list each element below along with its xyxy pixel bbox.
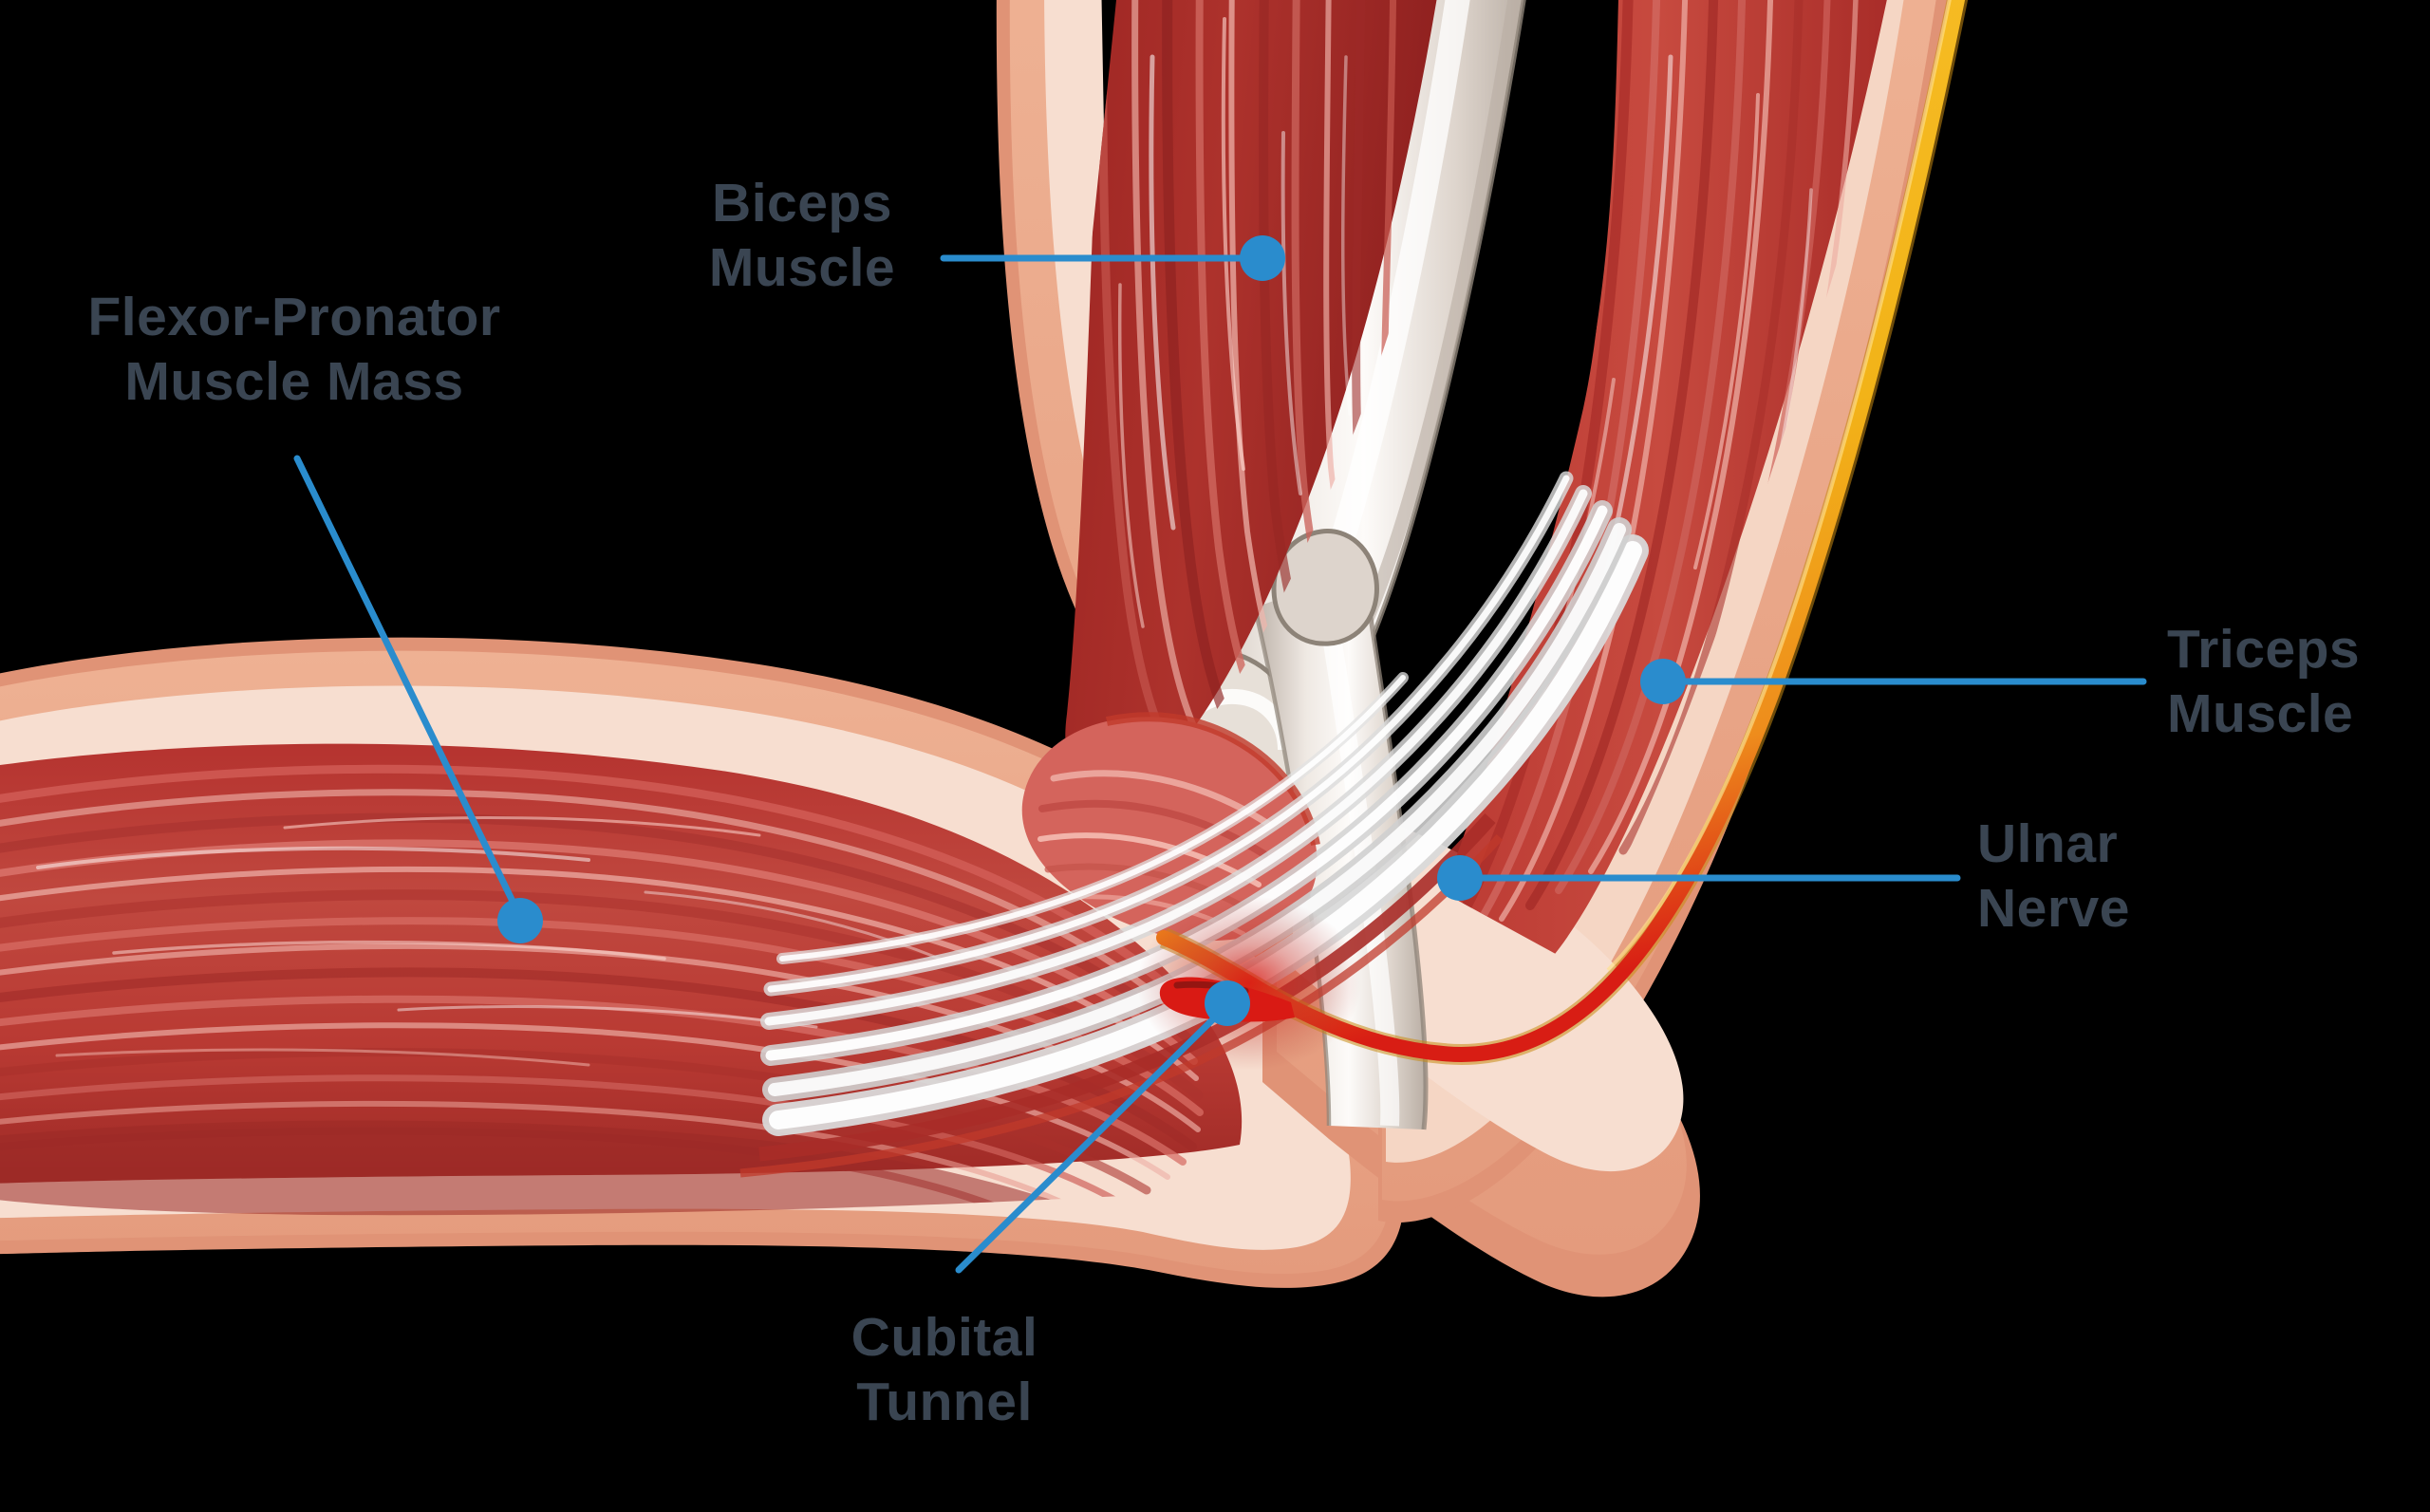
marker-dot-triceps[interactable] xyxy=(1640,659,1686,704)
marker-dot-cubital-tunnel[interactable] xyxy=(1205,980,1250,1026)
marker-dot-biceps[interactable] xyxy=(1240,235,1285,281)
label-flexor-pronator: Flexor-Pronator Muscle Mass xyxy=(87,287,501,413)
label-ulnar-nerve: Ulnar Nerve xyxy=(1977,813,2130,940)
marker-dot-flexor-pronator[interactable] xyxy=(497,898,543,943)
marker-dot-ulnar-nerve[interactable] xyxy=(1437,855,1483,901)
biceps-highlights xyxy=(1117,17,1352,628)
biceps-muscle xyxy=(1065,0,1443,796)
cubital-tunnel-retinaculum xyxy=(760,471,1649,1136)
muscle-highlight-streaks xyxy=(36,816,942,1067)
marker-dots-group xyxy=(497,235,1686,1026)
leader-lines-group xyxy=(293,254,2147,1274)
leader-line-cubital-tunnel xyxy=(955,1004,1228,1274)
inflammation-glow xyxy=(1137,896,1361,1071)
nerve-compression-site xyxy=(1137,896,1361,1071)
label-cubital-tunnel: Cubital Tunnel xyxy=(850,1307,1038,1433)
tunnel-inferior-fascia-2 xyxy=(739,833,1504,1178)
olecranon xyxy=(1271,529,1379,646)
label-biceps: Biceps Muscle xyxy=(708,173,896,299)
label-triceps: Triceps Muscle xyxy=(2167,619,2361,745)
leader-line-flexor-pronator xyxy=(293,455,524,921)
flexor-muscle-inferior-edge xyxy=(0,1120,1120,1216)
